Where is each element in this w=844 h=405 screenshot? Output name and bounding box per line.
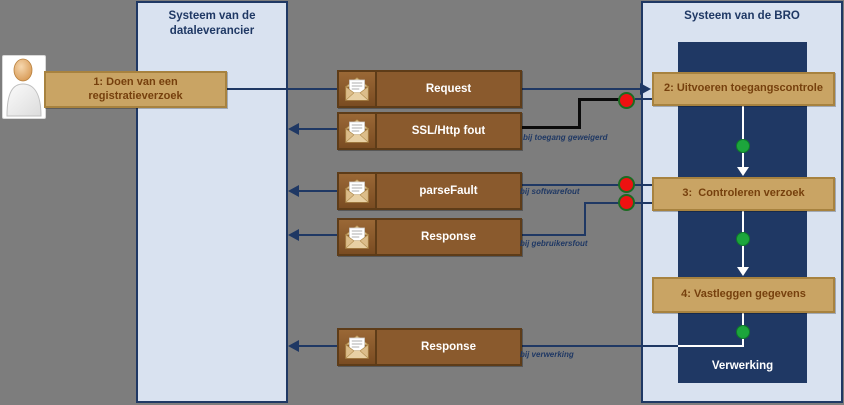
step-4-box: 4: Vastleggen gegevens <box>652 277 835 313</box>
flow-line-response-v <box>584 202 586 236</box>
message-response-reject-label: Response <box>421 231 476 243</box>
envelope-icon <box>339 174 377 208</box>
flow-line-request-stub <box>635 98 652 100</box>
lane-dataleverancier: Systeem van de dataleverancier <box>136 1 288 403</box>
flow-line-final-navy-h <box>522 345 678 347</box>
message-request-box: Request <box>337 70 522 108</box>
actor-box <box>2 55 46 119</box>
arrowhead-step4-icon <box>737 267 749 276</box>
arrowhead-step3-icon <box>737 167 749 176</box>
flow-line-request-right <box>522 88 640 90</box>
envelope-icon <box>339 72 377 106</box>
error-dot-red-3 <box>618 194 635 211</box>
flow-line-response-stub <box>633 202 652 204</box>
flow-line-parsefault-stub <box>633 184 652 186</box>
message-ssl-http-fout-box: SSL/Http fout <box>337 112 522 150</box>
error-dot-red-1 <box>618 92 635 109</box>
step-3-label: 3: Controleren verzoek <box>682 187 805 200</box>
flow-line-final-to-lane <box>299 345 337 347</box>
error-dot-red-2 <box>618 176 635 193</box>
flow-line-ssl-error-h1 <box>580 98 626 101</box>
step-4-label: 4: Vastleggen gegevens <box>681 288 806 301</box>
flow-line-ssl-to-lane <box>299 128 337 130</box>
flow-line-response-to-lane <box>299 234 337 236</box>
arrowhead-response-icon <box>288 229 299 241</box>
envelope-icon <box>339 114 377 148</box>
message-parsefault-box: parseFault <box>337 172 522 210</box>
arrowhead-final-response-icon <box>288 340 299 352</box>
annotation-toegang-geweigerd: bij toegang geweigerd <box>523 133 608 142</box>
message-ssl-http-fout-label: SSL/Http fout <box>411 125 486 137</box>
flow-line-ssl-error-v <box>578 98 581 129</box>
envelope-icon <box>339 220 377 254</box>
message-response-final-box: Response <box>337 328 522 366</box>
step-1-label: 1: Doen van een registratieverzoek <box>88 75 183 102</box>
lane-dataleverancier-title: Systeem van de dataleverancier <box>168 10 256 37</box>
flow-line-response-right <box>586 202 622 204</box>
lane-bro-title: Systeem van de BRO <box>684 10 800 22</box>
flow-line-response-h <box>522 234 586 236</box>
message-parsefault-label: parseFault <box>419 185 478 197</box>
flow-line-parsefault-right <box>522 184 622 186</box>
status-dot-green-3 <box>736 325 750 339</box>
flow-line-final-white-h <box>678 345 744 347</box>
envelope-icon <box>339 330 377 364</box>
annotation-verwerking: bij verwerking <box>520 350 574 359</box>
arrowhead-ssl-icon <box>288 123 299 135</box>
annotation-softwarefout: bij softwarefout <box>520 187 580 196</box>
status-dot-green-1 <box>736 139 750 153</box>
process-band-label: Verwerking <box>711 360 774 372</box>
arrowhead-request-icon <box>640 83 651 95</box>
flow-line-ssl-error-h2 <box>522 126 581 129</box>
step-2-label: 2: Uitvoeren toegangscontrole <box>664 82 823 95</box>
flow-line-parsefault-to-lane <box>299 190 337 192</box>
step-2-box: 2: Uitvoeren toegangscontrole <box>652 72 835 106</box>
step-3-box: 3: Controleren verzoek <box>652 177 835 211</box>
arrowhead-parsefault-icon <box>288 185 299 197</box>
flow-line-step2-step3 <box>742 106 744 170</box>
status-dot-green-2 <box>736 232 750 246</box>
message-response-reject-box: Response <box>337 218 522 256</box>
message-response-final-label: Response <box>421 341 476 353</box>
person-icon <box>6 58 42 117</box>
step-1-box: 1: Doen van een registratieverzoek <box>44 71 227 108</box>
annotation-gebruikersfout: bij gebruikersfout <box>520 239 588 248</box>
message-request-label: Request <box>425 83 472 95</box>
